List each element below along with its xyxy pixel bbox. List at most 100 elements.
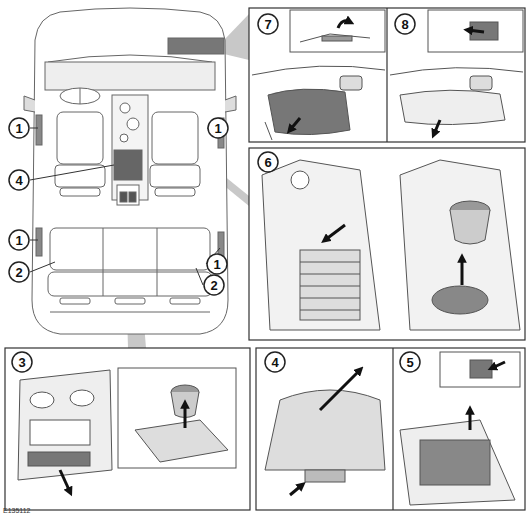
motion-arrow [184,404,187,428]
car-plan [80,88,81,104]
car-plan [129,192,136,202]
leader-wedge [224,14,249,60]
callout-number: 7 [257,13,279,35]
armrest-sketch [440,352,520,387]
motion-arrow [468,30,484,32]
car-plan [120,192,127,202]
panel-frame [249,148,525,340]
callout-circle: 2 [8,261,30,283]
motion-arrow [492,362,505,368]
car-plan [24,8,236,334]
glovebox-sketch [428,10,523,52]
console-sketch [300,250,360,320]
leader-line [30,165,114,180]
callout-circle-shape [208,118,228,138]
callout-circle-shape [204,275,224,295]
car-plan [120,103,130,113]
car-plan [157,228,158,296]
car-plan [60,88,100,104]
car-plan [120,134,128,142]
armrest-sketch [265,390,385,470]
panel-frame [392,348,393,510]
motion-arrow [290,21,484,134]
console-sketch [400,160,520,330]
armrest-sketch [305,470,345,482]
leader-line [30,240,38,241]
car-plan [24,96,35,112]
callout-circle-shape [9,170,29,190]
console-sketch [450,210,490,244]
leader-line [30,262,55,272]
callout-circle: 4 [264,351,286,373]
car-plan [45,62,215,90]
callout-circle: 1 [8,117,30,139]
callout-circle-shape [400,352,420,372]
callout-number: 8 [394,13,416,35]
callout-circle: 2 [203,274,225,296]
motion-arrow [325,225,462,285]
callout-number: 2 [203,274,225,296]
armrest-sketch [470,360,492,378]
car-plan [48,55,212,62]
glovebox-sketch [265,122,272,140]
car-plan [225,96,236,112]
callout-circle-shape [258,14,278,34]
panel-frame [256,348,525,510]
armrest-sketch [265,352,520,505]
console-sketch [262,160,380,330]
leader-line [30,128,38,129]
callout-number: 6 [257,151,279,173]
rear-console-sketch [70,390,94,406]
rear-console-sketch [30,392,54,408]
callout-circle: 1 [207,117,229,139]
car-plan [36,115,42,145]
callout-circle-shape [9,118,29,138]
glovebox-sketch [300,34,370,42]
glovebox-sketch [340,76,362,90]
callout-circle: 7 [257,13,279,35]
car-plan [152,112,198,164]
car-plan [117,185,139,205]
leader-line [30,128,220,285]
motion-arrow [338,21,350,28]
car-plan [168,38,224,54]
callout-circle-shape [265,352,285,372]
callout-circle: 5 [399,351,421,373]
car-plan [115,298,145,304]
callout-circle: 1 [206,253,228,275]
motion-arrow [469,410,472,430]
callout-circle-shape [12,352,32,372]
callout-number: 2 [8,261,30,283]
callout-circle-shape [258,152,278,172]
callout-number: 1 [8,117,30,139]
callout-circle-shape [9,262,29,282]
motion-arrow [290,362,505,495]
motion-arrow [320,370,360,410]
panel-frame [5,8,525,510]
motion-arrow [290,118,300,130]
car-plan [127,118,139,130]
car-plan [32,8,228,334]
rear-console-sketch [18,370,112,480]
callout-number: 4 [264,351,286,373]
car-plan [103,228,104,296]
car-plan [60,298,90,304]
motion-arrow [60,470,70,492]
rear-console-sketch [18,368,236,480]
callout-circle: 4 [8,169,30,191]
car-plan [112,95,148,200]
glovebox-sketch [400,90,505,124]
car-plan [155,188,195,196]
callout-circle: 6 [257,151,279,173]
glovebox-sketch [470,76,492,90]
callout-number: 1 [207,117,229,139]
panel-frame [249,8,525,142]
car-plan [50,228,210,270]
glovebox-sketch [252,10,523,140]
glovebox-sketch [390,68,523,75]
callout-number: 1 [8,229,30,251]
car-plan [50,312,210,313]
console-sketch [300,262,360,310]
